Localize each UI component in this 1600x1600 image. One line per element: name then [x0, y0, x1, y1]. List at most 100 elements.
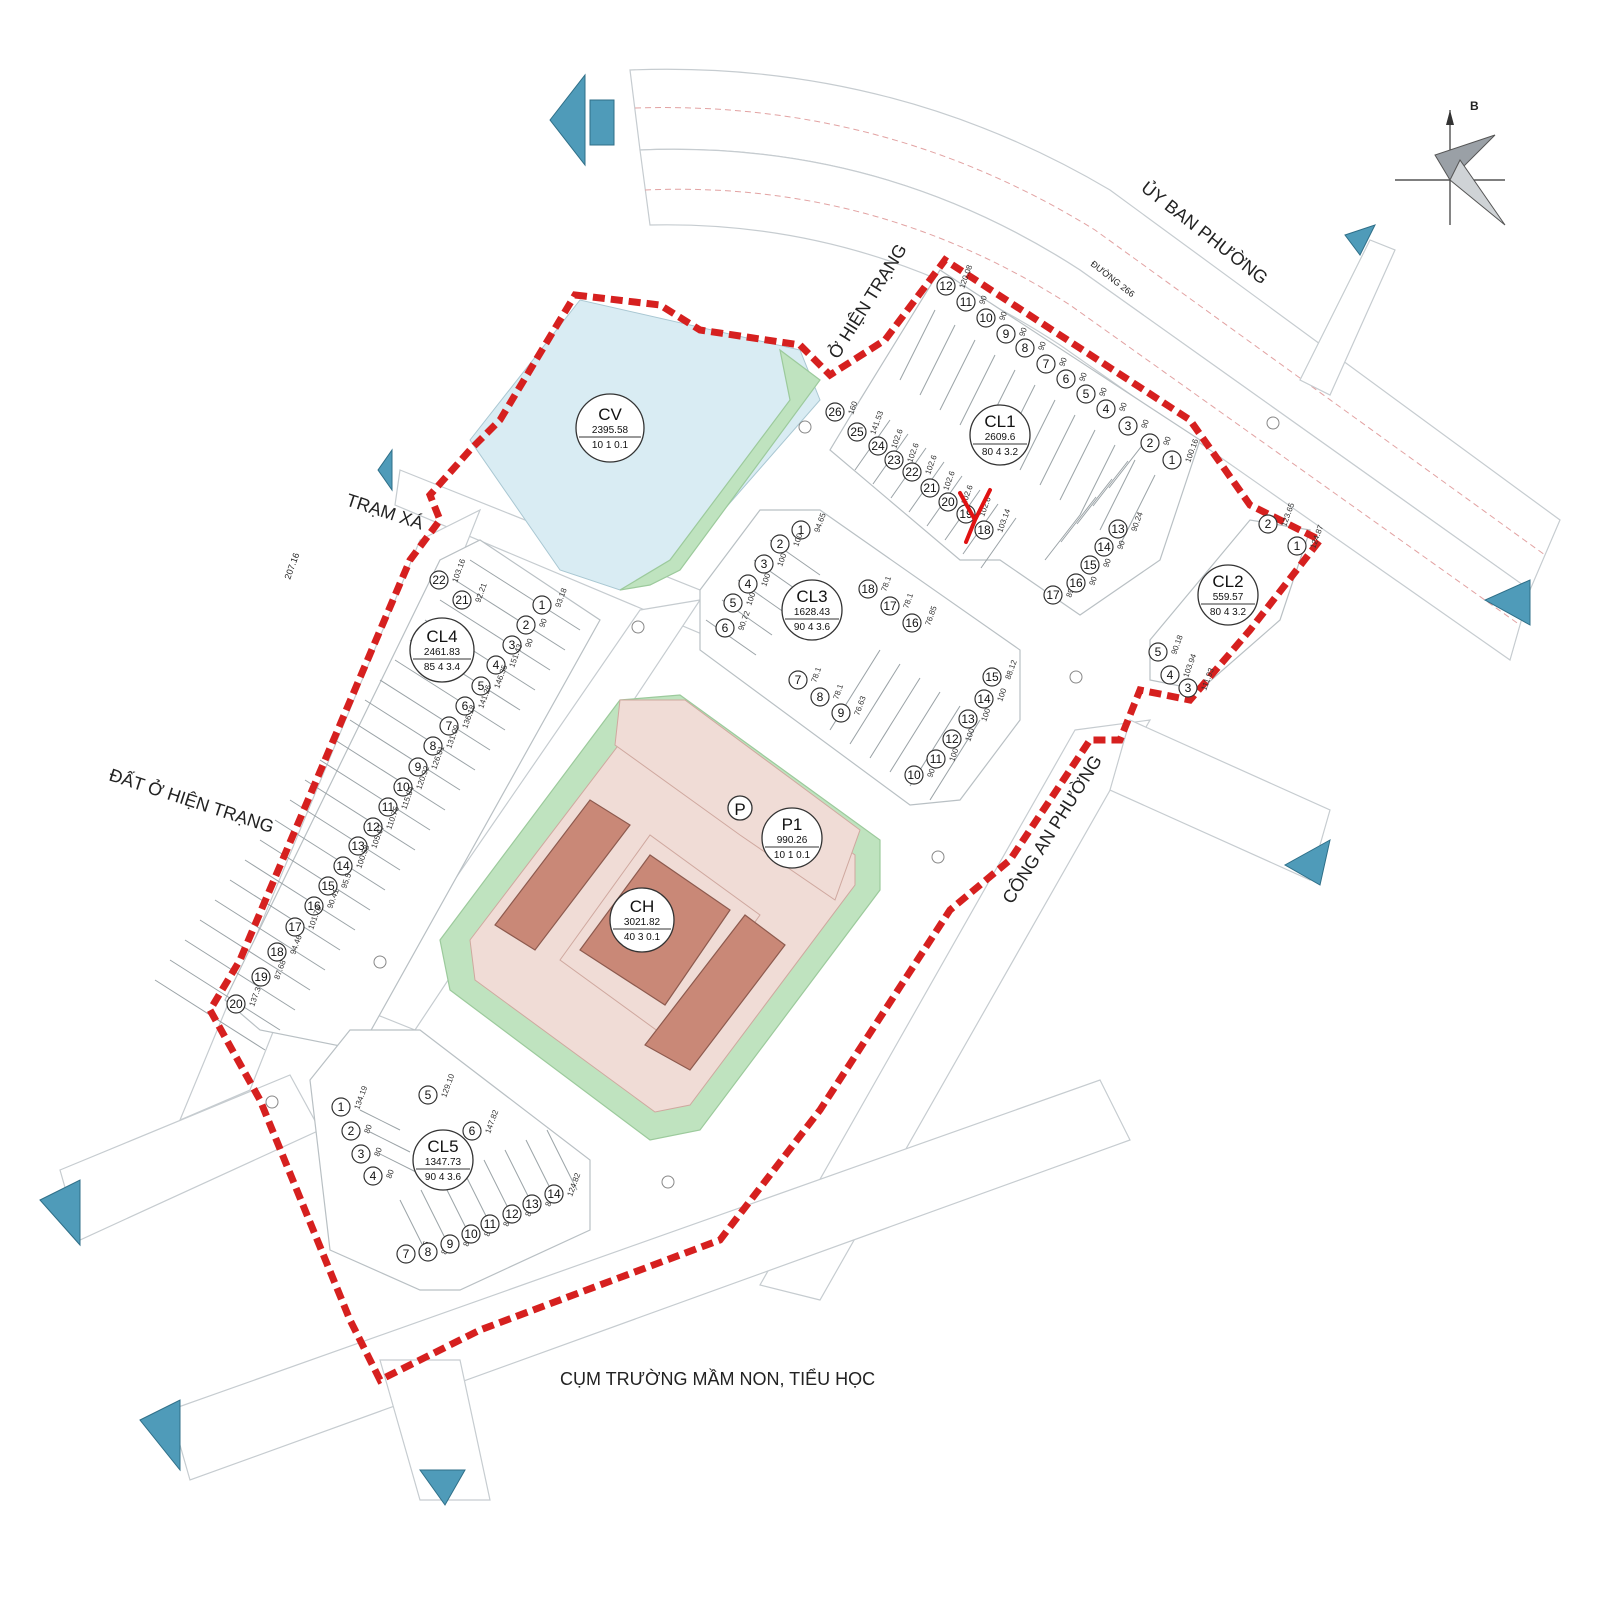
lot-circle: [1258, 514, 1278, 534]
road-node: [373, 955, 387, 969]
road-node: [931, 850, 945, 864]
lot-circle: [331, 1097, 351, 1117]
zone-name: CL3: [796, 587, 827, 606]
lot-circle: [396, 1244, 416, 1264]
lot-circle: [825, 402, 845, 422]
lot-circle: [532, 595, 552, 615]
arrow-bottom-left: [139, 1399, 181, 1472]
lot-area: 90: [977, 294, 989, 306]
lot-circle: [723, 593, 743, 613]
lot-circle: [480, 1214, 500, 1234]
lot-number: 11: [382, 800, 395, 814]
lot-area: 80: [384, 1168, 396, 1180]
lot-number: 3: [761, 557, 768, 571]
lot-number: 7: [446, 719, 453, 733]
zone-area: 2395.58: [592, 425, 629, 436]
lot-number: 22: [905, 465, 919, 479]
label-truong: CỤM TRƯỜNG MẦM NON, TIỂU HỌC: [560, 1368, 875, 1389]
road-266-inner: [639, 148, 1531, 661]
lot-number: 10: [907, 768, 921, 782]
zone-area: 3021.82: [624, 917, 661, 928]
lot-circle: [974, 689, 994, 709]
lot-area: 100: [759, 572, 772, 588]
lot-circle: [516, 615, 536, 635]
lot-circle: [902, 462, 922, 482]
lot-circle: [754, 554, 774, 574]
lot-circle: [429, 570, 449, 590]
zone-name: P1: [782, 815, 803, 834]
zone-params: 10 1 0.1: [774, 850, 811, 861]
lot-number: 9: [415, 760, 422, 774]
lot-number: 3: [358, 1147, 365, 1161]
road-node: [1266, 416, 1280, 430]
lot-circle: [1056, 369, 1076, 389]
zone-name: CH: [630, 897, 655, 916]
lot-circle: [1108, 519, 1128, 539]
lot-circle: [958, 709, 978, 729]
lot-number: 25: [850, 425, 864, 439]
lot-number: 14: [1097, 540, 1111, 554]
lot-number: 10: [464, 1227, 478, 1241]
lot-number: 4: [1103, 402, 1110, 416]
lot-area: 90: [1115, 539, 1127, 551]
lot-number: 5: [425, 1088, 432, 1102]
lot-circle: [1036, 354, 1056, 374]
lot-number: 8: [430, 739, 437, 753]
lot-number: 6: [722, 621, 729, 635]
lot-number: 18: [977, 523, 991, 537]
lot-circle: [502, 1204, 522, 1224]
block-cv-edge: [619, 348, 821, 591]
lot-number: 2: [523, 618, 530, 632]
lot-number: 10: [979, 311, 993, 325]
lot-number: 13: [1111, 522, 1125, 536]
lot-number: 16: [1069, 576, 1083, 590]
road-node: [1069, 670, 1083, 684]
lot-number: 6: [462, 699, 469, 713]
zone-params: 80 4 3.2: [1210, 607, 1247, 618]
lot-area: 90: [1101, 557, 1113, 569]
lot-circle: [348, 836, 368, 856]
lot-circle: [1076, 384, 1096, 404]
zone-area: 1347.73: [425, 1157, 462, 1168]
zone-area: 2609.6: [985, 432, 1016, 443]
lot-circle: [715, 618, 735, 638]
lot-circle: [439, 716, 459, 736]
lot-circle: [393, 777, 413, 797]
lot-circle: [868, 436, 888, 456]
lot-number: 8: [817, 690, 824, 704]
zone-params: 10 1 0.1: [592, 440, 629, 451]
lot-number: 12: [939, 279, 953, 293]
lot-number: 13: [351, 839, 365, 853]
zone-params: 90 4 3.6: [425, 1172, 462, 1183]
parcel-lines: [154, 309, 1156, 1261]
lot-number: 20: [229, 997, 243, 1011]
lot-number: 7: [795, 673, 802, 687]
lot-number: 7: [403, 1247, 410, 1261]
lot-number: 3: [1125, 419, 1132, 433]
road-south-spur: [379, 1359, 491, 1501]
lot-circle: [486, 655, 506, 675]
lot-number: 18: [861, 582, 875, 596]
lot-area: 100: [775, 552, 788, 568]
lot-circle: [544, 1184, 564, 1204]
lot-circle: [440, 1234, 460, 1254]
lot-circle: [378, 797, 398, 817]
lot-area: 100: [947, 747, 960, 763]
lot-number: 14: [547, 1187, 561, 1201]
lot-circle: [471, 676, 491, 696]
lot-number: 1: [1294, 539, 1301, 553]
road-nodes: [265, 416, 1280, 1189]
